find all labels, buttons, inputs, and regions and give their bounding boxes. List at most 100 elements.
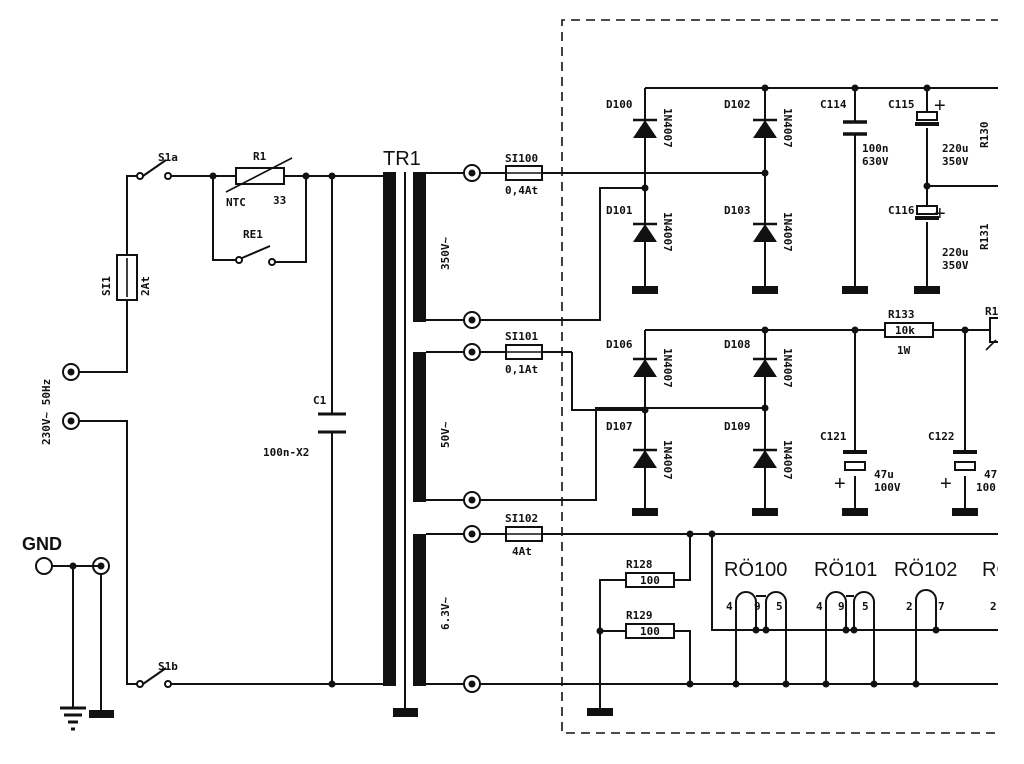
r133-value: 10k [895, 324, 915, 337]
fuse-si100-name: SI100 [505, 152, 538, 165]
tube-pin-label: 5 [776, 600, 783, 613]
c115-v1: 220u [942, 142, 969, 155]
d101-name: D101 [606, 204, 633, 217]
transformer-ground-tab [393, 708, 418, 717]
tube-pin-label: 5 [862, 600, 869, 613]
resistor-r133 [884, 322, 934, 338]
switch-s1a-label: S1a [158, 151, 178, 164]
fuse-si101-name: SI101 [505, 330, 538, 343]
ntc-r1-type: NTC [226, 196, 246, 209]
tube-ro100-name: RÖ100 [724, 559, 787, 581]
fuse-si101-value: 0,1At [505, 363, 538, 376]
c115-name: C115 [888, 98, 915, 111]
diode-d109 [751, 448, 779, 470]
transformer-name: TR1 [383, 148, 421, 170]
tube-pin-label: 4 [726, 600, 733, 613]
r129-value: 100 [640, 625, 660, 638]
d103-name: D103 [724, 204, 751, 217]
tube-pin-label: 2 [906, 600, 913, 613]
diode-d108 [751, 357, 779, 379]
d102-name: D102 [724, 98, 751, 111]
ground-icon [842, 508, 868, 516]
c116-name: C116 [888, 204, 915, 217]
tube-pin-label: 7 [938, 600, 945, 613]
secondary-50v [413, 352, 426, 502]
diode-d102 [751, 118, 779, 140]
c116-v2: 350V [942, 259, 969, 272]
c116-v1: 220u [942, 246, 969, 259]
tube-ro100: RÖ100 4 9 5 [724, 559, 787, 684]
fuse-si102-value: 4At [512, 545, 532, 558]
r130-partial-label: R130 [978, 122, 991, 149]
r128-value: 100 [640, 574, 660, 587]
secondary-350v [413, 172, 426, 322]
tube-pin-label: 2 [990, 600, 997, 613]
ground-icon [952, 508, 978, 516]
plus-icon: + [940, 473, 952, 495]
tube-pin-label: 9 [838, 600, 845, 613]
ntc-r1-value: 33 [273, 194, 286, 207]
d106-name: D106 [606, 338, 633, 351]
diode-d101 [631, 222, 659, 244]
fuse-si1-name: SI1 [100, 276, 113, 296]
c122-v2: 100 [976, 481, 996, 494]
diode-d103 [751, 222, 779, 244]
switch-s1a [142, 159, 167, 177]
switch-s1b [142, 667, 167, 685]
gnd-terminal [35, 557, 53, 575]
c121-v1: 47u [874, 468, 894, 481]
ground-icon [752, 286, 778, 294]
ground-icon [632, 508, 658, 516]
c114-v1: 100n [862, 142, 889, 155]
d108-name: D108 [724, 338, 751, 351]
diode-d106 [631, 357, 659, 379]
d109-type: 1N4007 [781, 440, 794, 480]
ground-icon [632, 286, 658, 294]
r129-name: R129 [626, 609, 653, 622]
fuse-si102-name: SI102 [505, 512, 538, 525]
d101-type: 1N4007 [661, 212, 674, 252]
diode-d100 [631, 118, 659, 140]
tube-ro102: RÖ102 2 7 [894, 559, 957, 684]
plus-icon: + [934, 95, 946, 117]
ground-icon [914, 286, 940, 294]
transformer-primary [383, 172, 396, 686]
d102-type: 1N4007 [781, 108, 794, 148]
d107-name: D107 [606, 420, 633, 433]
ground-icon [842, 286, 868, 294]
ntc-r1 [235, 167, 285, 185]
c121-v2: 100V [874, 481, 901, 494]
switch-s1b-label: S1b [158, 660, 178, 673]
winding-50v-label: 50V~ [439, 421, 452, 448]
winding-350v-label: 350V~ [439, 237, 452, 270]
fuse-si100-value: 0,4At [505, 184, 538, 197]
r1x-partial-label: R1 [985, 305, 999, 318]
ground-icon [752, 508, 778, 516]
chassis-ground-icon [89, 710, 114, 718]
mains-label: 230V~ 50Hz [40, 379, 53, 445]
tube-ro102-name: RÖ102 [894, 559, 957, 581]
d107-type: 1N4007 [661, 440, 674, 480]
c1-value: 100n-X2 [263, 446, 309, 459]
relay-re1-label: RE1 [243, 228, 263, 241]
c1-name: C1 [313, 394, 327, 407]
d109-name: D109 [724, 420, 751, 433]
ntc-r1-name: R1 [253, 150, 267, 163]
plus-icon: + [834, 473, 846, 495]
r133-name: R133 [888, 308, 915, 321]
c114-v2: 630V [862, 155, 889, 168]
d106-type: 1N4007 [661, 348, 674, 388]
plus-icon: + [934, 203, 946, 225]
r133-power: 1W [897, 344, 911, 357]
tube-pin-label: 9 [754, 600, 761, 613]
c122-name: C122 [928, 430, 955, 443]
gnd-label: GND [22, 534, 62, 554]
d100-name: D100 [606, 98, 633, 111]
c114-name: C114 [820, 98, 847, 111]
diode-d107 [631, 448, 659, 470]
r131-partial-label: R131 [978, 223, 991, 250]
board-boundary [561, 19, 1000, 734]
r128-name: R128 [626, 558, 653, 571]
tube-ro101: RÖ101 4 9 5 [814, 559, 877, 684]
